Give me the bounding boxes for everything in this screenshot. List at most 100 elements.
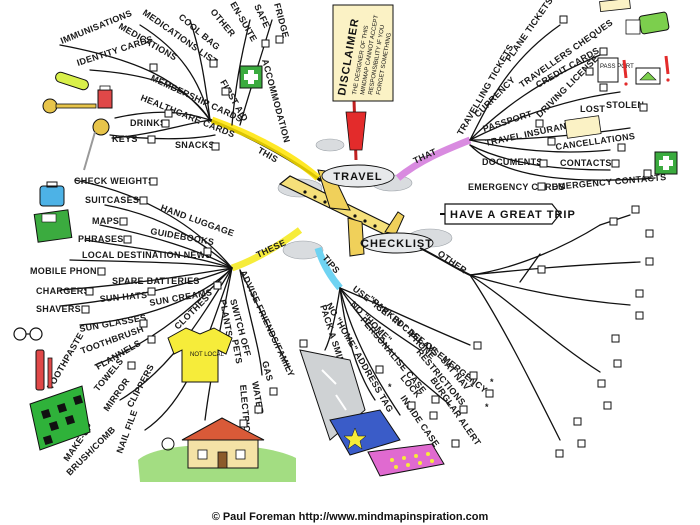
checkbox[interactable] bbox=[631, 205, 640, 214]
checkbox[interactable] bbox=[139, 319, 148, 328]
checkbox[interactable] bbox=[451, 439, 460, 448]
checkbox[interactable] bbox=[535, 119, 544, 128]
checkbox[interactable] bbox=[269, 387, 278, 396]
checkbox[interactable] bbox=[407, 401, 416, 410]
svg-text:*: * bbox=[388, 382, 392, 392]
checkbox[interactable] bbox=[81, 305, 90, 314]
checkbox[interactable] bbox=[275, 35, 284, 44]
checkbox[interactable] bbox=[149, 177, 158, 186]
item-lost: LOST bbox=[580, 104, 605, 114]
house-icon bbox=[138, 417, 296, 482]
checkbox[interactable] bbox=[97, 267, 106, 276]
toothbrush-icon bbox=[35, 349, 53, 391]
checkbox[interactable] bbox=[537, 265, 546, 274]
checkbox[interactable] bbox=[127, 361, 136, 370]
checkbox[interactable] bbox=[147, 335, 156, 344]
svg-text:*: * bbox=[490, 377, 494, 387]
checkbox[interactable] bbox=[299, 339, 308, 348]
item-documents: DOCUMENTS bbox=[482, 157, 543, 167]
checkbox[interactable] bbox=[161, 119, 170, 128]
checkbox[interactable] bbox=[599, 83, 608, 92]
checkbox[interactable] bbox=[599, 47, 608, 56]
checkbox[interactable] bbox=[645, 257, 654, 266]
checkbox[interactable] bbox=[203, 247, 212, 256]
car-icon bbox=[635, 55, 670, 85]
item-maps: MAPS bbox=[92, 216, 119, 226]
tickets-icon bbox=[599, 0, 670, 35]
these-checkboxes bbox=[81, 177, 308, 428]
checkbox[interactable] bbox=[635, 311, 644, 320]
item-stolen: STOLEN bbox=[606, 100, 644, 110]
asterisk-markers: * * * * bbox=[388, 377, 494, 412]
checkbox[interactable] bbox=[431, 395, 440, 404]
checkbox[interactable] bbox=[221, 87, 230, 96]
checkbox[interactable] bbox=[577, 439, 586, 448]
checkbox[interactable] bbox=[539, 159, 548, 168]
checkbox[interactable] bbox=[537, 182, 546, 191]
checkbox[interactable] bbox=[147, 287, 156, 296]
checkbox[interactable] bbox=[643, 169, 652, 178]
checkbox[interactable] bbox=[123, 235, 132, 244]
checkbox[interactable] bbox=[555, 449, 564, 458]
checkbox[interactable] bbox=[469, 371, 478, 380]
checkbox[interactable] bbox=[547, 137, 556, 146]
item-safe: SAFE bbox=[252, 3, 272, 30]
checkbox[interactable] bbox=[254, 405, 263, 414]
checkbox[interactable] bbox=[85, 287, 94, 296]
checkbox[interactable] bbox=[585, 67, 594, 76]
checkbox[interactable] bbox=[611, 159, 620, 168]
item-gas: GAS bbox=[260, 360, 275, 382]
checkbox[interactable] bbox=[239, 419, 248, 428]
travel-cloud: TRAVEL bbox=[321, 164, 395, 188]
checkbox[interactable] bbox=[609, 217, 618, 226]
tips-checkboxes bbox=[375, 341, 494, 448]
checkbox[interactable] bbox=[119, 217, 128, 226]
checkbox[interactable] bbox=[597, 379, 606, 388]
item-nail-file: NAIL FILE bbox=[114, 408, 139, 454]
checkbox[interactable] bbox=[635, 289, 644, 298]
item-contacts: CONTACTS bbox=[560, 158, 612, 168]
item-mobile-phone: MOBILE PHONE bbox=[30, 266, 103, 276]
checkbox[interactable] bbox=[559, 15, 568, 24]
item-check-weights: CHECK WEIGHTS bbox=[74, 176, 154, 186]
branch-label-these: THESE bbox=[255, 237, 288, 259]
checkbox[interactable] bbox=[164, 109, 173, 118]
branch-label-other: OTHER bbox=[436, 248, 469, 275]
item-guidebooks: GUIDEBOOKS bbox=[150, 226, 215, 247]
pill-icon bbox=[55, 71, 89, 91]
checkbox[interactable] bbox=[213, 281, 222, 290]
checklist-cloud: CHECKLIST bbox=[360, 232, 434, 254]
checkbox[interactable] bbox=[617, 143, 626, 152]
checkbox[interactable] bbox=[485, 389, 494, 398]
checkbox[interactable] bbox=[149, 63, 158, 72]
great-trip-sign: HAVE A GREAT TRIP bbox=[444, 203, 575, 225]
checkbox[interactable] bbox=[613, 359, 622, 368]
checkbox[interactable] bbox=[429, 411, 438, 420]
tips-branches bbox=[324, 287, 471, 416]
checkbox[interactable] bbox=[211, 142, 220, 151]
item-accommodation: ACCOMMODATION bbox=[260, 58, 292, 144]
checkbox[interactable] bbox=[147, 135, 156, 144]
travel-title: TRAVEL bbox=[333, 171, 382, 183]
item-sun-hats: SUN HATS bbox=[99, 290, 147, 304]
checkbox[interactable] bbox=[139, 196, 148, 205]
checkbox[interactable] bbox=[573, 417, 582, 426]
disclaimer-sign: DISCLAIMER THE DESIGNER OF THIS MINDMAP … bbox=[332, 4, 394, 161]
checklist-title: CHECKLIST bbox=[361, 238, 433, 250]
checkbox[interactable] bbox=[611, 334, 620, 343]
item-shavers: SHAVERS bbox=[36, 304, 81, 314]
checkbox[interactable] bbox=[603, 401, 612, 410]
checkbox[interactable] bbox=[459, 405, 468, 414]
item-fridge: FRIDGE bbox=[272, 2, 291, 39]
checkbox[interactable] bbox=[375, 365, 384, 374]
item-phrases: PHRASES bbox=[78, 234, 124, 244]
insurance-paper-icon bbox=[564, 115, 602, 139]
glasses-icon bbox=[13, 327, 43, 341]
checkbox[interactable] bbox=[639, 103, 648, 112]
checkbox[interactable] bbox=[261, 39, 270, 48]
checkbox[interactable] bbox=[645, 229, 654, 238]
item-keys: KEYS bbox=[112, 134, 138, 144]
that-branches bbox=[469, 24, 656, 181]
checkbox[interactable] bbox=[209, 59, 218, 68]
checkbox[interactable] bbox=[473, 341, 482, 350]
